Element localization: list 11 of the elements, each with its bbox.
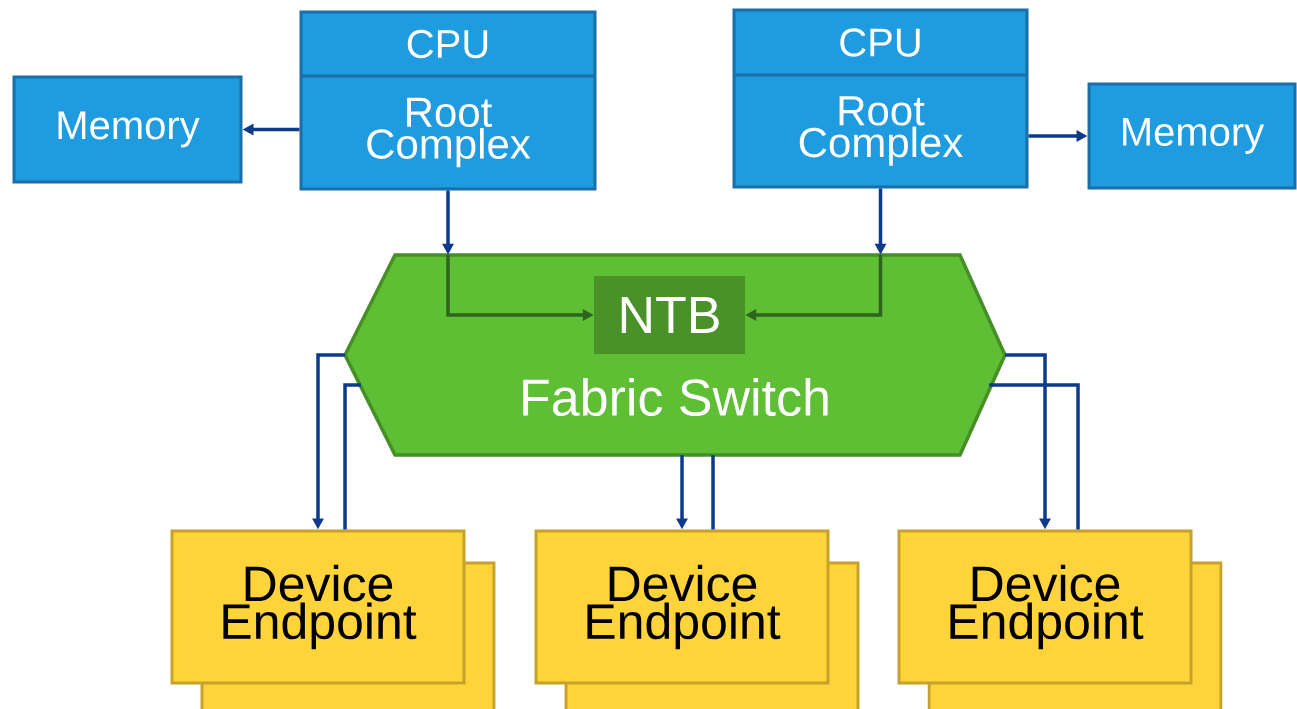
connector-line: [989, 383, 1080, 530]
ntb-box: NTB: [594, 276, 745, 354]
device-box: Device Endpoint: [897, 529, 1223, 709]
cpu-box: CPU Root Complex: [299, 10, 597, 191]
device-box: Device Endpoint: [534, 529, 860, 709]
device-box: Device Endpoint: [170, 529, 496, 709]
cpu-box: CPU Root Complex: [732, 8, 1029, 189]
connector-line: [711, 455, 715, 530]
connector-line: [343, 383, 361, 530]
memory-box: Memory: [12, 75, 243, 184]
memory-box: Memory: [1087, 82, 1297, 190]
